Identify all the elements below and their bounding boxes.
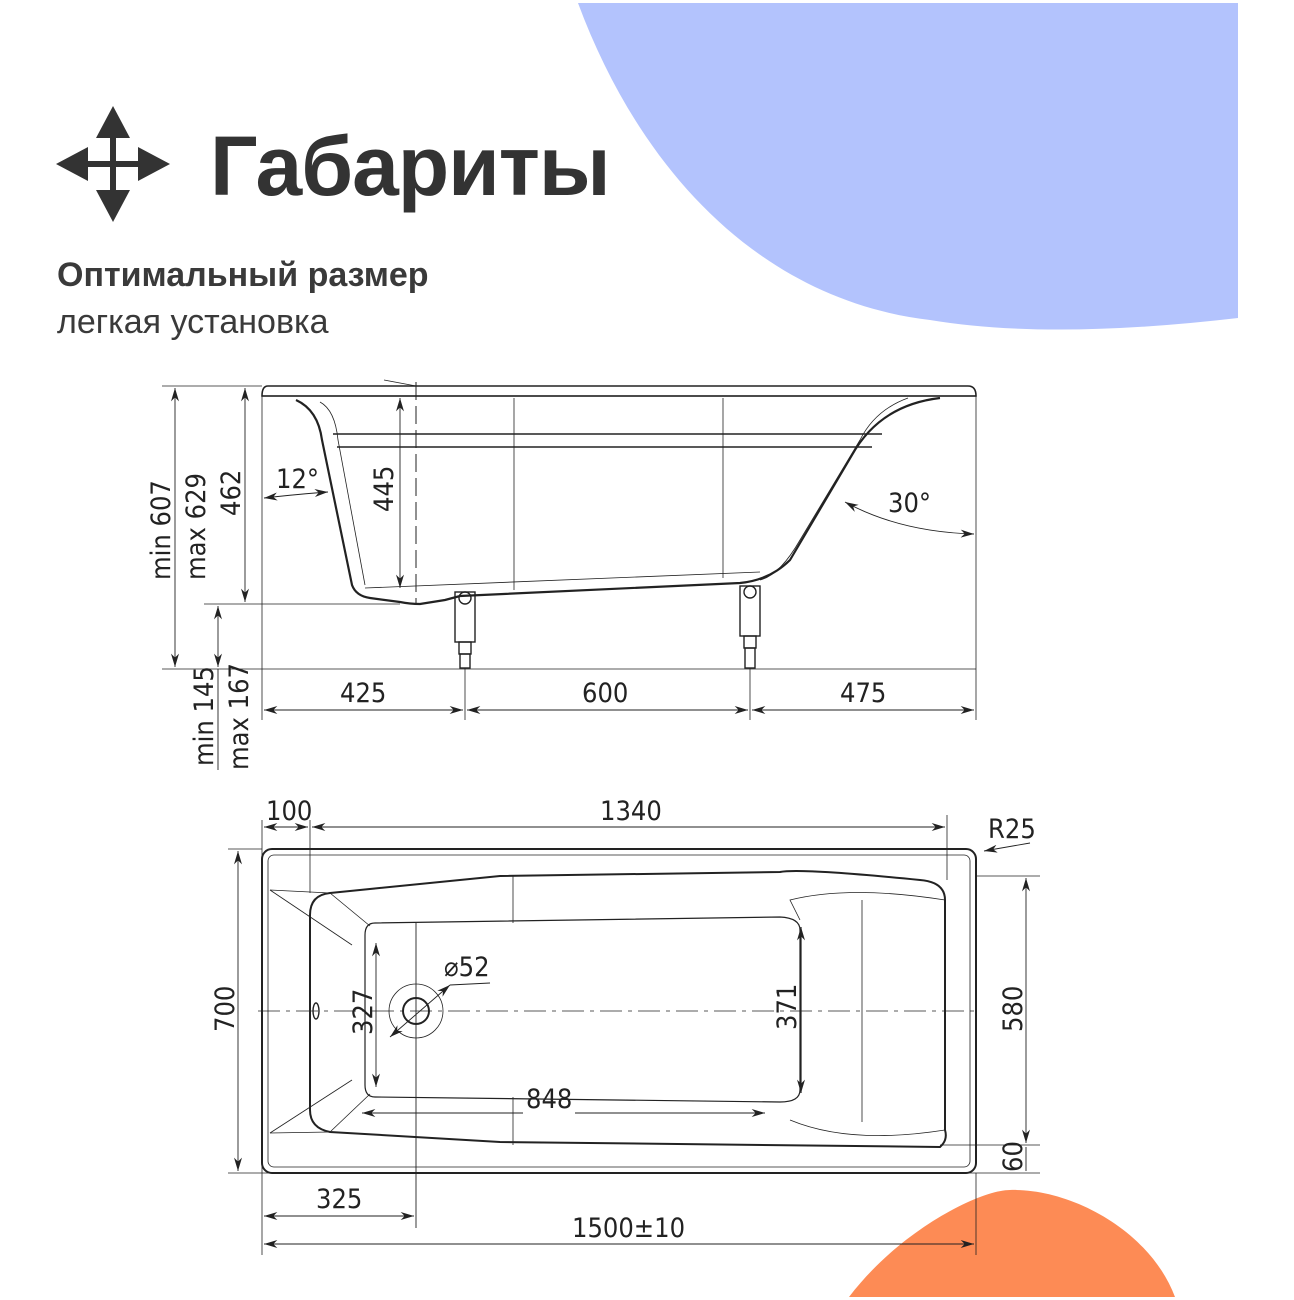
dim-overall-length: 1500±10 <box>572 1213 685 1244</box>
header: Габариты Оптимальный размер легкая устан… <box>0 0 700 360</box>
dim-leg-spacing: 600 <box>582 678 628 709</box>
dim-corner-radius: R25 <box>988 814 1036 845</box>
leg-right <box>739 585 761 669</box>
dim-bottom-length: 848 <box>526 1084 572 1115</box>
dim-right-angle: 30° <box>888 488 931 519</box>
dim-leg-offset-right: 475 <box>840 678 886 709</box>
dim-inner-depth: 445 <box>369 466 400 512</box>
dim-overall-height-min: min 607 <box>146 480 177 580</box>
dim-overall-width: 700 <box>210 986 241 1032</box>
dim-foot-width: 371 <box>772 984 803 1030</box>
tagline: легкая установка <box>57 303 329 341</box>
dim-leg-height-max: max 167 <box>224 663 255 770</box>
dim-tub-height: 462 <box>216 470 247 516</box>
leg-left <box>454 591 476 669</box>
dim-inner-width: 580 <box>998 986 1029 1032</box>
dim-overall-height-max: max 629 <box>181 473 212 580</box>
dim-drain-offset: 325 <box>316 1184 362 1215</box>
dim-inner-length: 1340 <box>600 796 662 827</box>
top-view <box>228 815 1040 1255</box>
side-view <box>162 379 977 770</box>
move-arrows-icon <box>56 106 170 222</box>
dim-leg-offset-left: 425 <box>340 678 386 709</box>
subtitle: Оптимальный размер <box>57 256 429 294</box>
dim-drain-diameter: ⌀52 <box>444 952 490 983</box>
page-title: Габариты <box>210 119 611 213</box>
dim-leg-height-min: min 145 <box>189 666 220 766</box>
dim-left-angle: 12° <box>276 464 319 495</box>
dim-head-width: 327 <box>348 989 379 1035</box>
dim-rim-left: 100 <box>266 796 312 827</box>
dim-rim-bottom: 60 <box>998 1141 1029 1172</box>
